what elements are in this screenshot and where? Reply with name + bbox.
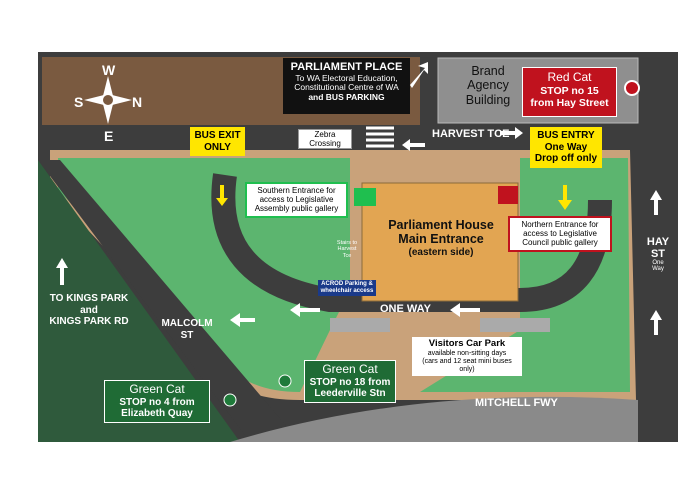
compass-north: N (132, 94, 143, 110)
acrod-parking-label: ACROD Parking & wheelchair access (318, 280, 376, 296)
one-way-label: ONE WAY (380, 303, 431, 315)
driveway-loop (211, 173, 612, 312)
parliament-place-label: PARLIAMENT PLACE To WA Electoral Educati… (283, 58, 410, 114)
southern-entrance-label: Southern Entrance for access to Legislat… (245, 182, 348, 218)
mitchell-fwy-label: MITCHELL FWY (475, 397, 558, 409)
car-park-bay (480, 318, 550, 332)
green-cat-18-stop-icon (278, 374, 292, 388)
northern-entrance-label: Northern Entrance for access to Legislat… (508, 216, 612, 252)
kings-park-area (38, 160, 240, 442)
bus-exit-arrow (216, 185, 228, 206)
brand-agency-label: Brand Agency Building (465, 64, 511, 107)
compass-west: W (102, 62, 116, 78)
southern-entrance-marker (354, 188, 376, 206)
direction-arrows (56, 62, 662, 335)
red-cat-stop-icon (624, 80, 640, 96)
zebra-crossing-label: Zebra Crossing (298, 129, 352, 150)
parliament-house-building (361, 182, 519, 302)
stairs-label: Stairs to Harvest Tce (336, 240, 358, 259)
compass-south: S (74, 94, 84, 110)
green-cat-4-stop-icon (223, 393, 237, 407)
bus-entry-arrow (558, 185, 572, 210)
car-park-bay (330, 318, 390, 332)
compass-icon (84, 76, 132, 124)
mitchell-freeway (230, 396, 638, 442)
harvest-tce-label: HARVEST TCE (432, 128, 510, 140)
malcolm-street (38, 160, 300, 442)
zebra-crossing-stripes (366, 126, 394, 148)
compass-east: E (104, 128, 114, 144)
northern-entrance-marker (498, 186, 518, 204)
